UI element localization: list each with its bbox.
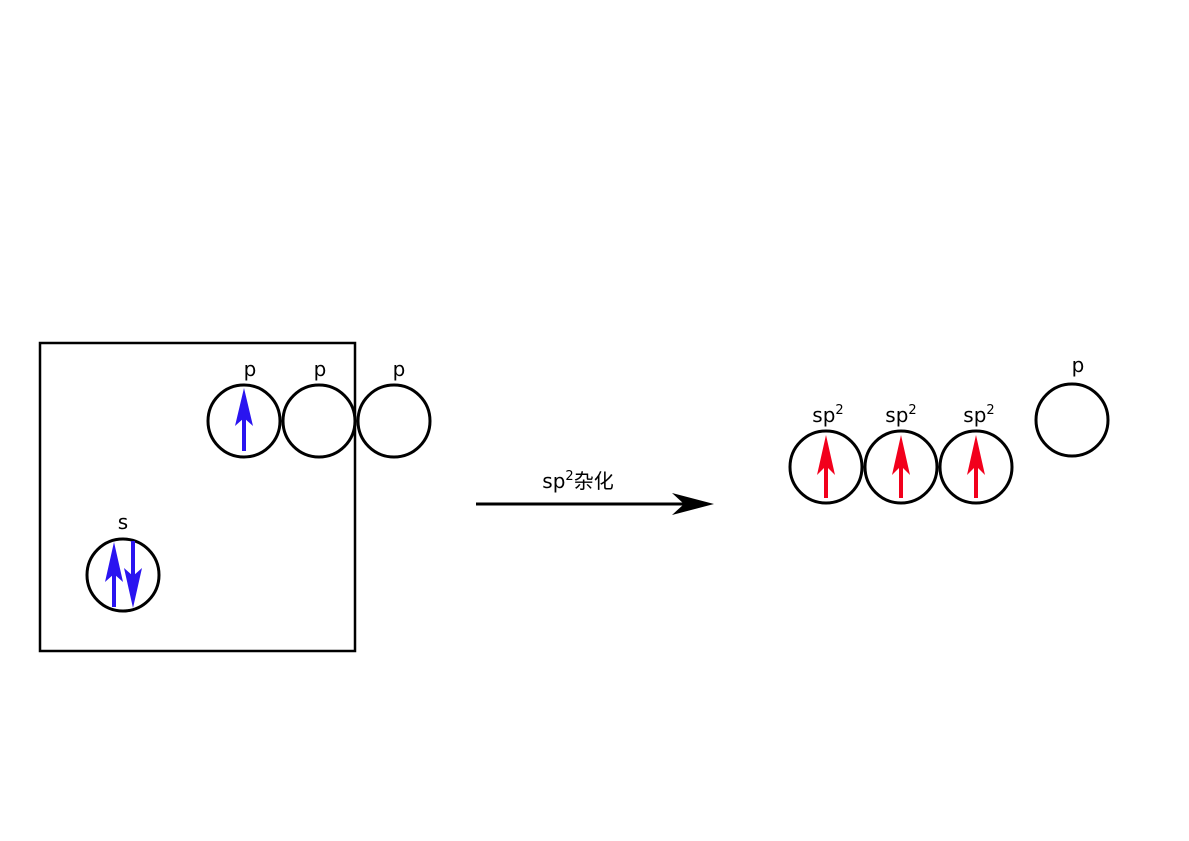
p-orbital-label-1: p bbox=[244, 357, 257, 381]
s-orbital-circle bbox=[85, 537, 161, 613]
sp2-orbital-label-1: sp2 bbox=[812, 403, 843, 427]
s-orbital-label: s bbox=[118, 510, 128, 534]
p-orbital-label-3: p bbox=[393, 357, 406, 381]
sp2-orbital-label-3: sp2 bbox=[963, 403, 994, 427]
p-orbital-circle-3 bbox=[356, 383, 432, 459]
hybridization-label: sp2杂化 bbox=[542, 469, 613, 493]
reaction-arrow bbox=[476, 493, 714, 515]
unhybridized-p-label: p bbox=[1072, 353, 1085, 377]
s-electron-down-arrow bbox=[124, 541, 142, 608]
p-orbital-label-2: p bbox=[314, 357, 327, 381]
ground-state-box bbox=[38, 341, 357, 653]
p-electron-up-arrow bbox=[235, 388, 253, 451]
sp2-electron-up-arrow-2 bbox=[892, 435, 910, 498]
sp2-orbital-label-2: sp2 bbox=[885, 403, 916, 427]
sp2-electron-up-arrow-1 bbox=[817, 435, 835, 498]
sp2-electron-up-arrow-3 bbox=[967, 435, 985, 498]
unhybridized-p-circle bbox=[1034, 382, 1110, 458]
p-orbital-circle-2 bbox=[281, 383, 357, 459]
s-electron-up-arrow bbox=[105, 542, 123, 607]
